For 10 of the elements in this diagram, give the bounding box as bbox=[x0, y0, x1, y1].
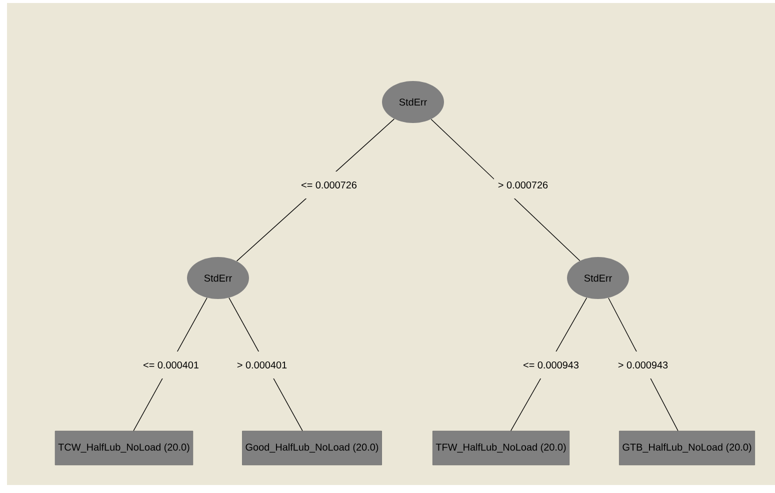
edge-label: <= 0.000943 bbox=[519, 351, 583, 379]
edge-label: <= 0.000726 bbox=[297, 171, 361, 199]
edge-label: > 0.000401 bbox=[232, 351, 292, 379]
edge-label: <= 0.000401 bbox=[139, 351, 203, 379]
edge-label: > 0.000726 bbox=[494, 171, 552, 199]
leaf-box: TCW_HalfLub_NoLoad (20.0) bbox=[54, 430, 194, 466]
leaf-box: GTB_HalfLub_NoLoad (20.0) bbox=[619, 430, 755, 466]
leaf-box: Good_HalfLub_NoLoad (20.0) bbox=[242, 430, 382, 466]
leaf-box: TFW_HalfLub_NoLoad (20.0) bbox=[432, 430, 570, 466]
edge-label: > 0.000943 bbox=[614, 351, 672, 379]
